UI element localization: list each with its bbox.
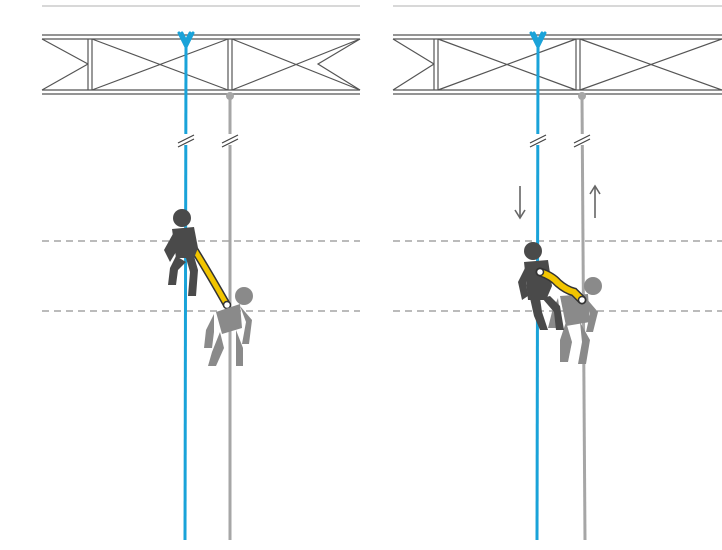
panel-before bbox=[41, 5, 361, 541]
truss-beam bbox=[392, 34, 722, 95]
arrow-up-icon bbox=[589, 184, 601, 218]
break-mark-passive bbox=[573, 134, 591, 148]
break-mark-active bbox=[177, 134, 195, 148]
arrow-down-icon bbox=[514, 186, 526, 220]
rescuer-icon bbox=[164, 209, 198, 296]
break-mark-active bbox=[529, 134, 547, 148]
active-rope bbox=[183, 44, 188, 541]
anchor-sling-icon bbox=[177, 31, 195, 51]
panel-after bbox=[392, 5, 722, 541]
casualty-icon bbox=[204, 287, 253, 366]
break-mark-passive bbox=[221, 134, 239, 148]
passive-anchor bbox=[226, 92, 234, 100]
anchor-sling-icon bbox=[529, 31, 547, 51]
truss-beam bbox=[41, 34, 361, 95]
passive-anchor bbox=[578, 92, 586, 100]
